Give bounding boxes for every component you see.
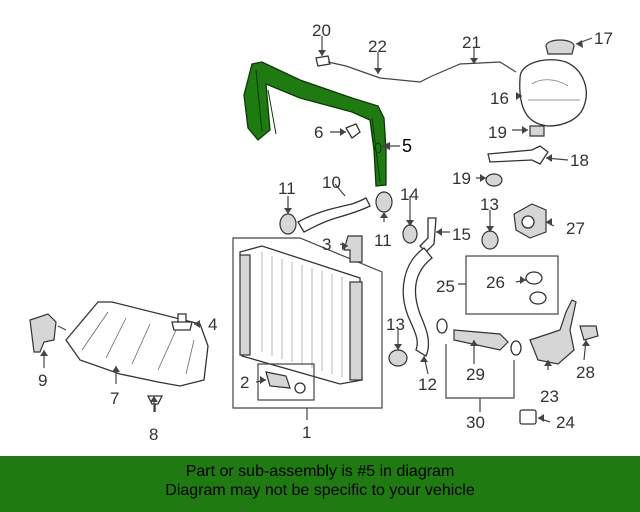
callout-13a: 13 (386, 315, 405, 334)
part-22-line[interactable] (327, 61, 433, 83)
part-27-port (521, 215, 535, 229)
callout-2: 2 (240, 373, 249, 392)
radiator-assembly[interactable] (232, 237, 383, 409)
callout-17: 17 (594, 29, 613, 48)
callout-20: 20 (312, 21, 331, 40)
part-5-shape (243, 61, 387, 187)
part-5-highlighted[interactable] (243, 61, 387, 187)
part-7-ribs (81, 311, 195, 375)
part-14-clamp[interactable] (402, 224, 418, 244)
callout-10: 10 (322, 173, 341, 192)
part-11-clamp-b[interactable] (375, 191, 393, 213)
callout-labels: 5 1 2 3 4 6 7 8 9 10 11 11 12 13 13 14 1… (38, 21, 613, 444)
callout-26: 26 (486, 273, 505, 292)
part-13-clamp-a[interactable] (388, 349, 408, 367)
radiator-tank-right (349, 281, 363, 381)
part-7-deflector[interactable] (65, 301, 209, 387)
radiator-core (239, 245, 363, 385)
radiator-tank-left (239, 254, 251, 356)
callout-11b: 11 (374, 231, 392, 250)
callout-30: 30 (466, 413, 485, 432)
callout-9: 9 (38, 371, 47, 390)
callout-28: 28 (576, 363, 595, 382)
callout-11a: 11 (278, 179, 296, 198)
part-11-clamp-a[interactable] (279, 213, 297, 235)
part-21-line[interactable] (431, 61, 517, 77)
callout-29: 29 (466, 365, 485, 384)
drain-oring (294, 382, 306, 394)
radiator-box (232, 237, 383, 409)
callout-14: 14 (400, 185, 419, 204)
drain-plug (265, 371, 291, 389)
callout-19b: 19 (452, 169, 471, 188)
part-25-kit-box[interactable] (465, 255, 559, 315)
callout-19a: 19 (488, 123, 507, 142)
callout-16: 16 (490, 89, 509, 108)
part-5-hole (374, 142, 382, 154)
part-19-clamp-a[interactable] (529, 125, 545, 137)
arrowheads (40, 40, 590, 422)
callout-6: 6 (314, 123, 323, 142)
callout-21: 21 (462, 33, 481, 52)
info-banner: Part or sub-assembly is #5 in diagram Di… (0, 456, 640, 512)
callout-12: 12 (418, 375, 437, 394)
part-19-clamp-b[interactable] (485, 173, 503, 187)
part-13-clamp-b[interactable] (481, 230, 499, 250)
part-30-seal-a[interactable] (436, 318, 448, 334)
part-30-seal-b[interactable] (510, 340, 522, 356)
part-24-gasket[interactable] (519, 409, 537, 425)
callout-27: 27 (566, 219, 585, 238)
part-4-pin[interactable] (171, 313, 193, 331)
callout-25: 25 (436, 277, 455, 296)
part-16-reservoir-detail (528, 79, 580, 101)
callout-18: 18 (570, 151, 589, 170)
radiator-fins (261, 252, 343, 377)
callout-24: 24 (556, 413, 575, 432)
callout-5: 5 (402, 136, 412, 156)
part-17-cap[interactable] (545, 39, 575, 55)
callout-13b: 13 (480, 195, 499, 214)
part-16-reservoir[interactable] (519, 59, 587, 127)
part-23-housing[interactable] (529, 299, 577, 365)
part-26-seal-a (525, 271, 543, 285)
part-28-sensor[interactable] (579, 325, 599, 341)
banner-line-2: Diagram may not be specific to your vehi… (165, 482, 475, 499)
part-15-hose[interactable] (419, 217, 437, 253)
callout-7: 7 (110, 389, 119, 408)
callout-4: 4 (208, 315, 217, 334)
callout-8: 8 (149, 425, 158, 444)
part-18-hose[interactable] (487, 145, 549, 165)
callout-22: 22 (368, 37, 387, 56)
part-3-bracket[interactable] (343, 235, 363, 263)
part-6-clip[interactable] (345, 123, 361, 139)
banner-line-1: Part or sub-assembly is #5 in diagram (185, 463, 455, 480)
parts-diagram: 5 1 2 3 4 6 7 8 9 10 11 11 12 13 13 14 1… (29, 21, 613, 444)
part-26-seal-b (529, 291, 547, 305)
callout-15: 15 (452, 225, 471, 244)
callout-3: 3 (322, 235, 331, 254)
part-12-hose[interactable] (402, 247, 433, 357)
part-10-hose[interactable] (297, 197, 371, 233)
part-9-bracket[interactable] (29, 313, 57, 353)
part-5-detail (255, 69, 381, 183)
callout-1: 1 (302, 423, 311, 442)
part-20-fitting[interactable] (315, 55, 331, 67)
callout-23: 23 (540, 387, 559, 406)
part-29-pipe[interactable] (453, 329, 509, 351)
